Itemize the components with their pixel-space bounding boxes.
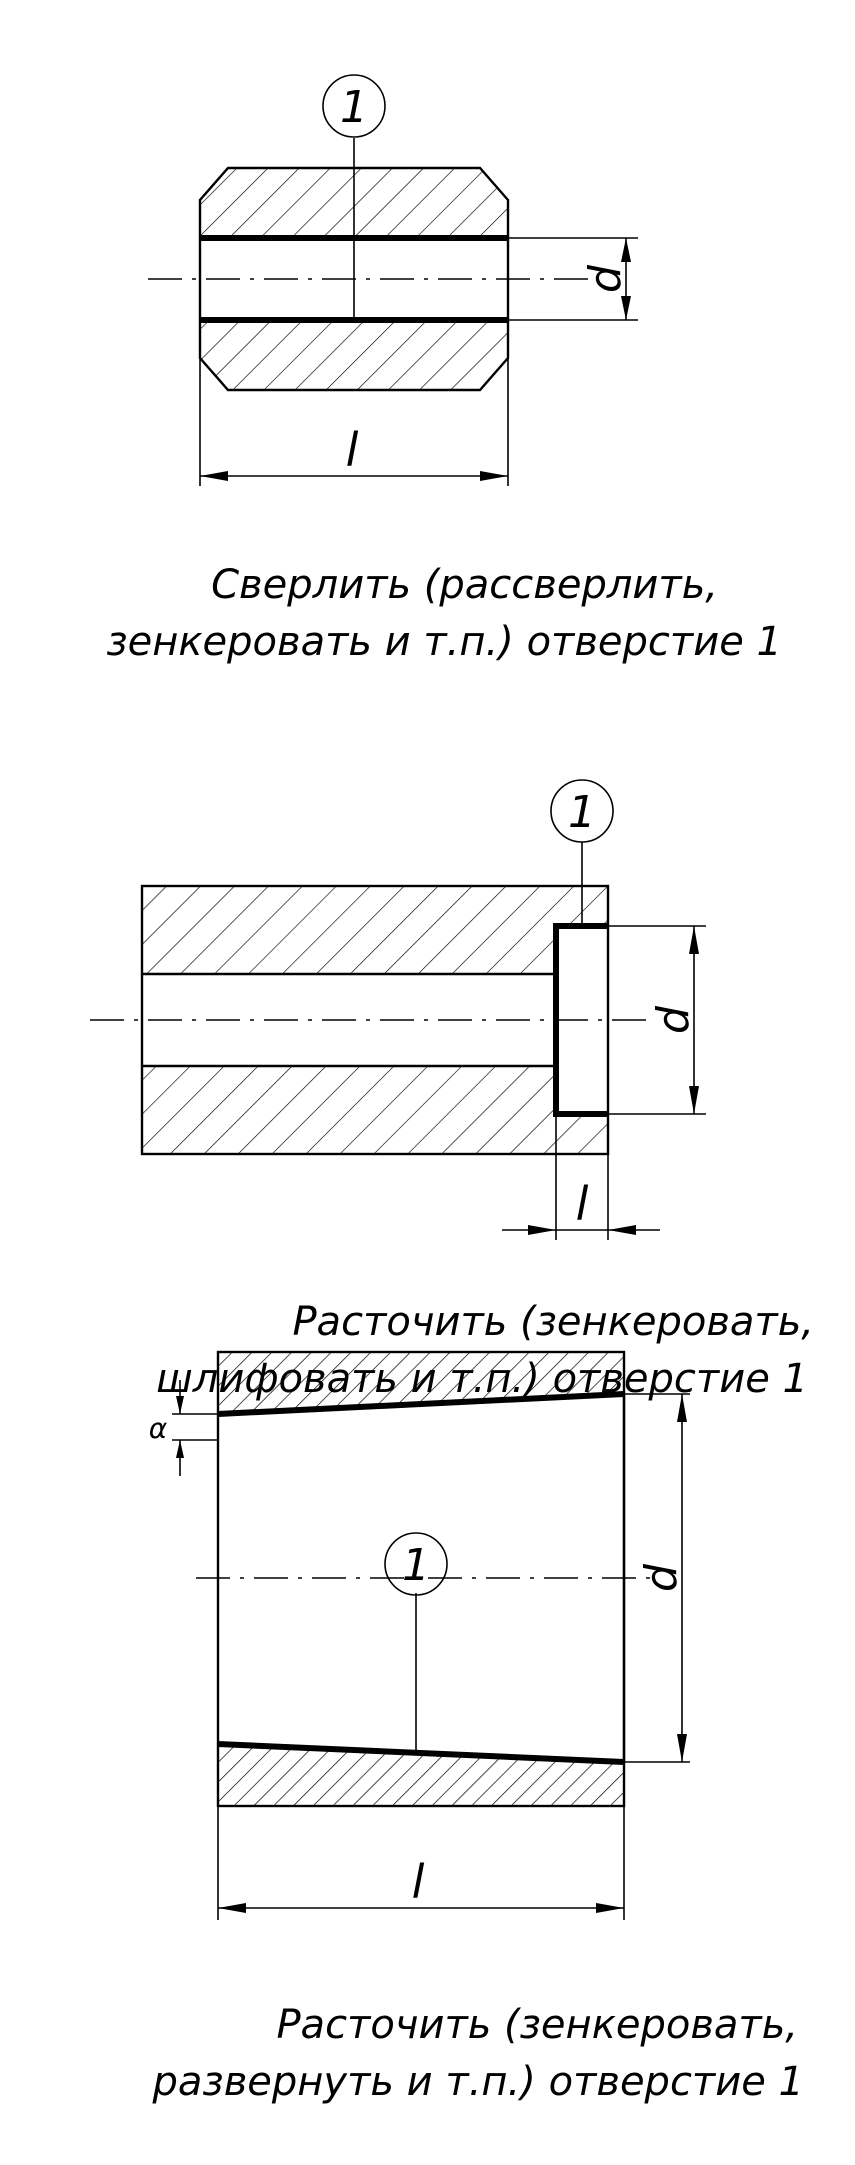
figure-1: 1 d l Сверлить (рассверлить, зенкеровать… bbox=[106, 74, 782, 665]
figure-3: 1 α d l Расточить (зенкеровать, bbox=[149, 1350, 804, 2105]
dim-diameter: d bbox=[624, 1393, 690, 1763]
dim-diameter-label: d bbox=[648, 1005, 699, 1034]
dim-diameter: d bbox=[608, 925, 706, 1115]
dim-length-label: l bbox=[346, 423, 359, 477]
hole-1 bbox=[217, 1391, 625, 1765]
dim-length: l bbox=[199, 358, 509, 486]
dim-diameter-label: d bbox=[636, 1563, 687, 1592]
callout-1: 1 bbox=[384, 1532, 448, 1754]
dim-angle-label: α bbox=[149, 1412, 168, 1445]
dim-length-label: l bbox=[576, 1177, 589, 1231]
caption-line-2: развернуть и т.п.) отверстие 1 bbox=[152, 2059, 804, 2105]
dim-diameter-label: d bbox=[580, 264, 631, 293]
callout-1: 1 bbox=[322, 74, 386, 320]
callout-number: 1 bbox=[340, 82, 368, 133]
caption-line-2: зенкеровать и т.п.) отверстие 1 bbox=[106, 619, 782, 665]
caption-line-1: Сверлить (рассверлить, bbox=[211, 562, 718, 608]
dim-length: l bbox=[502, 1114, 660, 1240]
callout-number: 1 bbox=[568, 787, 596, 838]
part-body bbox=[140, 884, 610, 1156]
caption-line-1: Расточить (зенкеровать, bbox=[292, 1299, 814, 1345]
dim-diameter: d bbox=[508, 237, 638, 321]
dim-length: l bbox=[217, 1806, 625, 1920]
caption-line-1: Расточить (зенкеровать, bbox=[276, 2002, 798, 2048]
figure-2: 1 d l Расточить (зенкеровать, шлифовать … bbox=[90, 779, 814, 1402]
callout-1: 1 bbox=[550, 779, 614, 926]
dim-length-label: l bbox=[412, 1855, 425, 1909]
dim-angle: α bbox=[149, 1380, 218, 1476]
callout-number: 1 bbox=[402, 1540, 430, 1591]
